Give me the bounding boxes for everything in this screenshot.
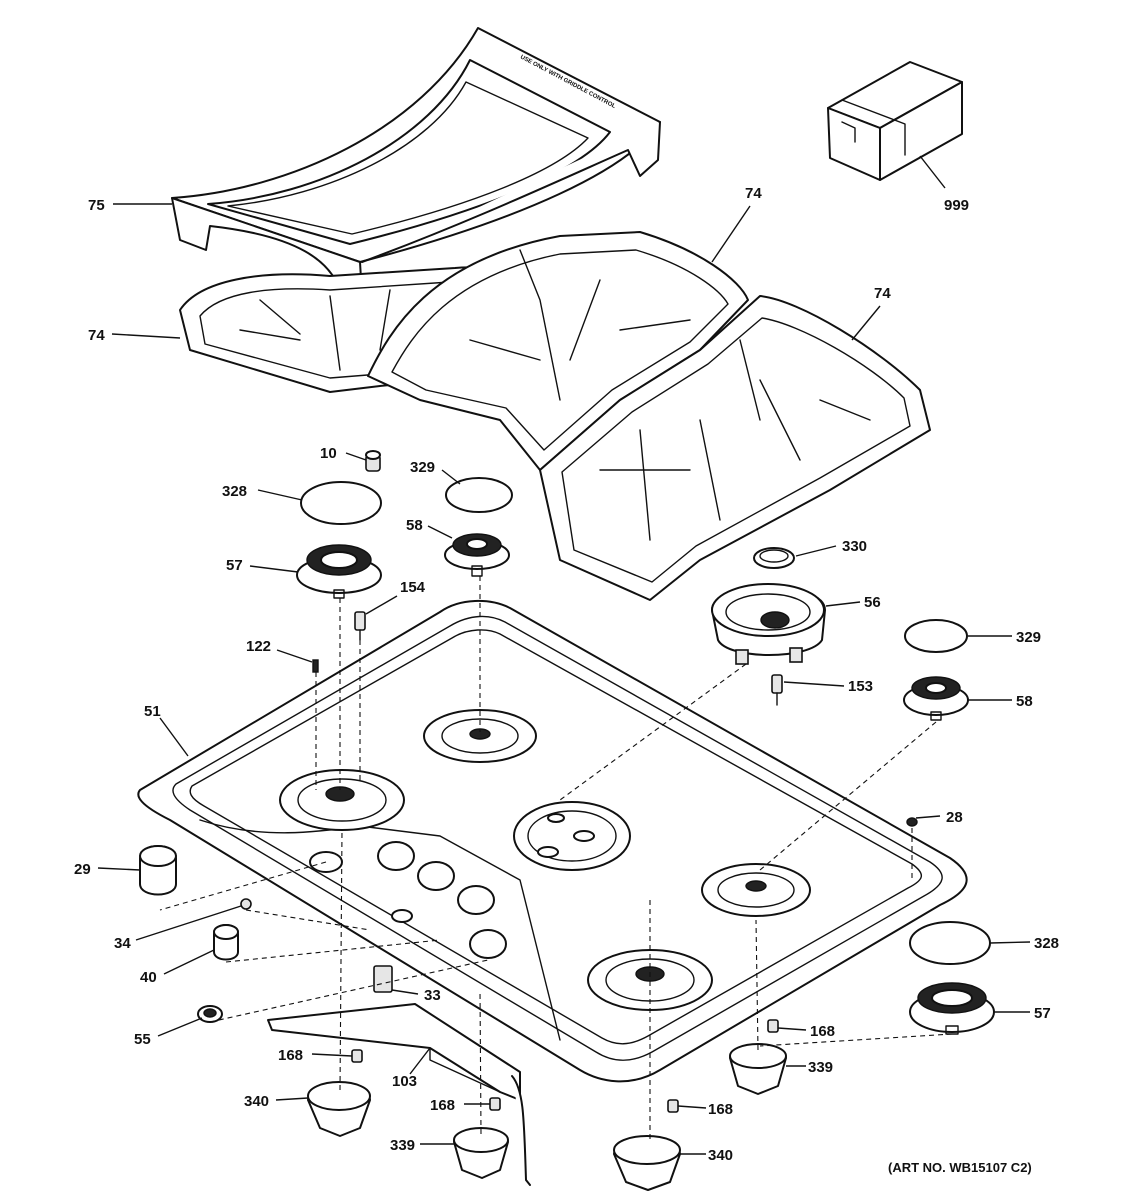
callout-340-right: 340 [708,1147,733,1164]
callout-328-right: 328 [1034,935,1059,952]
part-340-base-left [307,1081,371,1137]
callout-328-top: 328 [222,483,247,500]
part-74-grate-right [539,295,931,601]
callout-168-left: 168 [278,1047,303,1064]
callout-55: 55 [134,1031,151,1048]
part-51-cooktop [137,599,968,1083]
callout-58-right: 58 [1016,693,1033,710]
art-number: (ART NO. WB15107 C2) [888,1160,1032,1175]
part-330-cap [753,547,795,569]
assembly-dashed-lines [159,576,953,1140]
part-329-cap-top [445,477,513,513]
part-57-burner-right [909,982,995,1035]
part-168-clip-left [351,1049,363,1063]
part-329-cap-right [904,619,968,653]
callout-339-right: 339 [808,1059,833,1076]
callout-153: 153 [848,678,873,695]
callout-154: 154 [400,579,426,596]
callout-122: 122 [246,638,271,655]
part-999-box [827,61,963,181]
part-103-bracket [267,1003,531,1186]
callout-10: 10 [320,445,337,462]
callout-168-midleft: 168 [430,1097,455,1114]
callout-168-right: 168 [810,1023,835,1040]
part-58-burner-top [444,533,510,577]
part-339-base-left [453,1127,509,1179]
part-33-switch [373,965,393,993]
callout-51: 51 [144,703,161,720]
callout-40: 40 [140,969,157,986]
part-40-knob [213,924,239,961]
part-154-screw [354,611,366,641]
part-29-knob [139,845,177,896]
part-57-burner-top [296,544,382,599]
callout-56: 56 [864,594,881,611]
callout-34: 34 [114,935,131,952]
callout-74-left: 74 [88,327,105,344]
part-328-cap-right [909,921,991,965]
part-339-base-right [729,1043,787,1095]
callout-999: 999 [944,197,969,214]
part-328-cap-top [300,481,382,525]
callout-57-right: 57 [1034,1005,1051,1022]
callout-28: 28 [946,809,963,826]
callout-33: 33 [424,987,441,1004]
callout-58-top: 58 [406,517,423,534]
callout-330: 330 [842,538,867,555]
callout-103: 103 [392,1073,417,1090]
callout-29: 29 [74,861,91,878]
leader-lines [97,155,1031,1155]
callout-labels: 75 74 74 74 999 10 329 328 58 57 154 330… [74,185,1059,1164]
callout-339-left: 339 [390,1137,415,1154]
part-10-igniter [365,450,381,472]
part-122-screw [312,659,319,673]
part-153-screw [771,674,783,706]
callout-329-right: 329 [1016,629,1041,646]
part-74-grate-middle [367,231,749,471]
part-168-clip-midright [667,1099,679,1113]
callout-168-midright: 168 [708,1101,733,1118]
part-28-screw [906,817,918,827]
part-58-burner-right [903,676,969,721]
callout-57-top: 57 [226,557,243,574]
callout-74-middle: 74 [745,185,762,202]
part-168-clip-midleft [489,1097,501,1111]
callout-340-left: 340 [244,1093,269,1110]
part-56-burner-large [711,583,826,665]
part-55-knob-insert [197,1005,223,1023]
part-340-base-right [613,1135,681,1191]
part-34-screw [240,898,252,910]
callout-75: 75 [88,197,105,214]
callout-74-right: 74 [874,285,891,302]
part-168-clip-right [767,1019,779,1033]
callout-329-top: 329 [410,459,435,476]
